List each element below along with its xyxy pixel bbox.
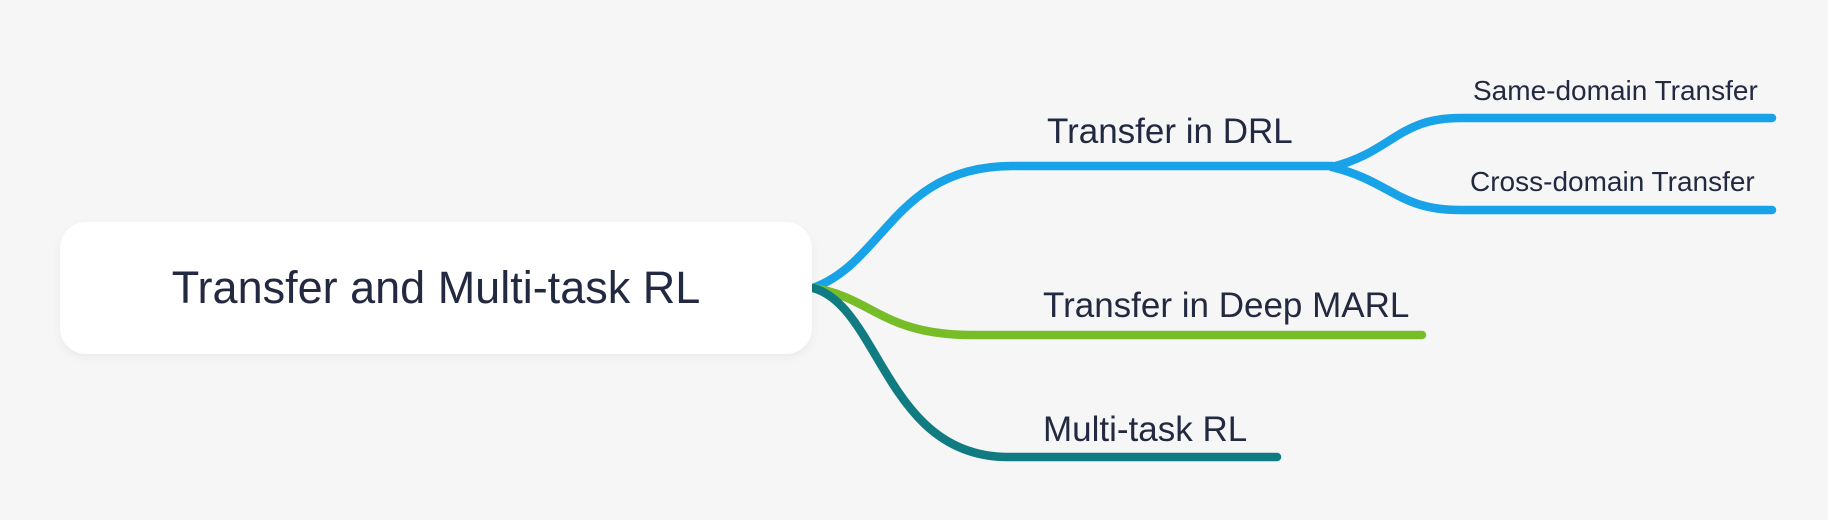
branch-node-transfer-in-deep-marl[interactable]: Transfer in Deep MARL bbox=[1043, 286, 1410, 325]
leaf-node-cross-domain-transfer[interactable]: Cross-domain Transfer bbox=[1470, 166, 1755, 197]
branch-line-transfer-in-deep-marl bbox=[808, 283, 1427, 340]
branch-line-transfer-in-drl bbox=[808, 161, 1337, 293]
leaf-node-same-domain-transfer[interactable]: Same-domain Transfer bbox=[1473, 75, 1758, 106]
root-node[interactable]: Transfer and Multi-task RL bbox=[60, 222, 812, 354]
branch-line-multi-task-rl bbox=[808, 283, 1282, 462]
branch-line-cross-domain-transfer bbox=[1327, 162, 1777, 215]
branch-node-transfer-in-drl[interactable]: Transfer in DRL bbox=[1047, 112, 1293, 151]
branch-line-same-domain-transfer bbox=[1327, 113, 1777, 172]
root-node-label: Transfer and Multi-task RL bbox=[171, 262, 701, 313]
branch-node-multi-task-rl[interactable]: Multi-task RL bbox=[1043, 410, 1248, 449]
